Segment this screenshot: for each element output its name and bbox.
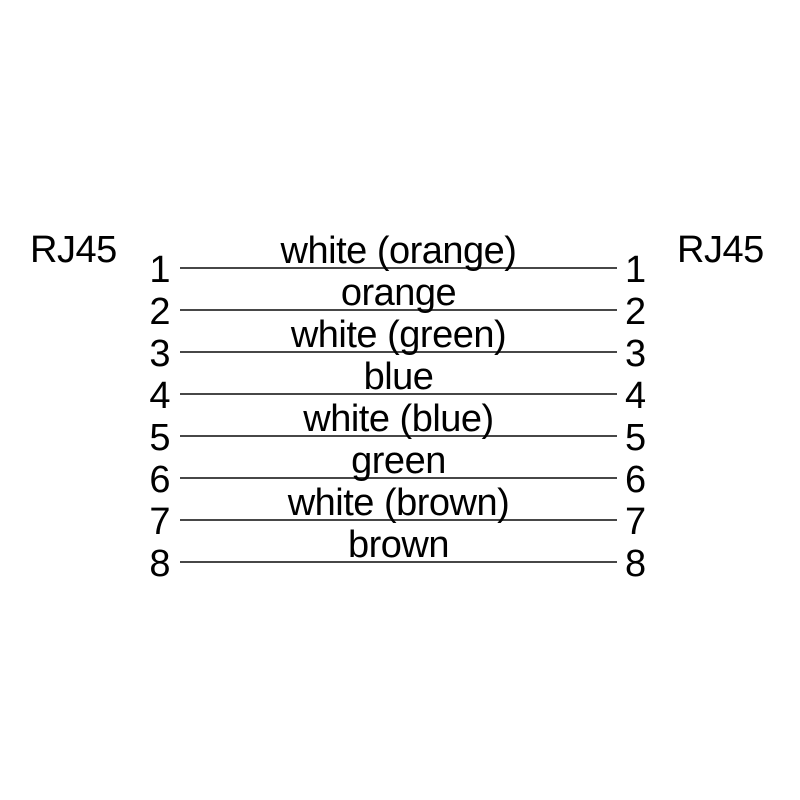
wire-line bbox=[180, 434, 617, 437]
pin-number-left: 8 bbox=[149, 542, 170, 585]
pin-number-left: 3 bbox=[149, 332, 170, 375]
pin-number-left: 4 bbox=[149, 374, 170, 417]
connector-label-right: RJ45 bbox=[677, 229, 764, 271]
wire-line bbox=[180, 392, 617, 395]
pin-number-right: 2 bbox=[625, 290, 646, 333]
pin-number-right: 5 bbox=[625, 416, 646, 459]
wire-line bbox=[180, 476, 617, 479]
connector-label-left: RJ45 bbox=[30, 229, 117, 271]
pin-number-left: 7 bbox=[149, 500, 170, 543]
pin-number-right: 7 bbox=[625, 500, 646, 543]
pin-number-left: 2 bbox=[149, 290, 170, 333]
pin-number-right: 8 bbox=[625, 542, 646, 585]
wire-line bbox=[180, 266, 617, 269]
pin-number-left: 6 bbox=[149, 458, 170, 501]
wire-color-label: white (orange) bbox=[280, 229, 517, 272]
pin-number-right: 1 bbox=[625, 248, 646, 291]
wire-line bbox=[180, 518, 617, 521]
wire-color-label: white (green) bbox=[290, 313, 507, 356]
wire-color-label: white (blue) bbox=[303, 397, 494, 440]
pin-number-left: 1 bbox=[149, 248, 170, 291]
wire-color-label: orange bbox=[340, 271, 457, 314]
wire-color-label: brown bbox=[348, 523, 450, 566]
pin-number-right: 6 bbox=[625, 458, 646, 501]
wire-color-label: blue bbox=[363, 355, 434, 398]
wire-line bbox=[180, 308, 617, 311]
pin-number-left: 5 bbox=[149, 416, 170, 459]
wire-color-label: white (brown) bbox=[287, 481, 510, 524]
pin-number-right: 3 bbox=[625, 332, 646, 375]
wire-line bbox=[180, 350, 617, 353]
pin-number-right: 4 bbox=[625, 374, 646, 417]
wire-color-label: green bbox=[351, 439, 446, 482]
wire-line bbox=[180, 560, 617, 563]
